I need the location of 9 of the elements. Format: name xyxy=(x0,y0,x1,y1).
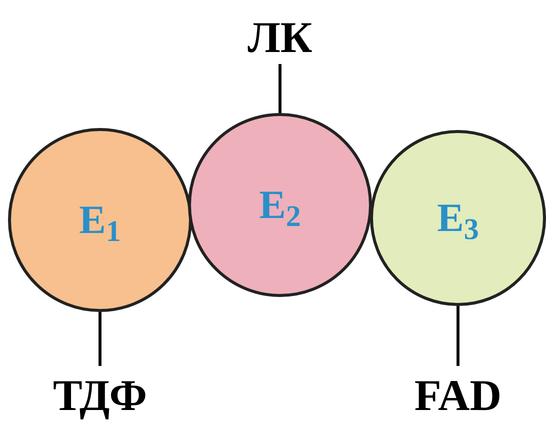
cofactor-label: FAD xyxy=(414,374,502,418)
enzyme-label: E$_{1}$ xyxy=(79,200,121,240)
cofactor-label: ТДФ xyxy=(52,374,148,418)
enzyme-label: E$_{2}$ xyxy=(259,185,301,225)
enzyme-label: E$_{3}$ xyxy=(437,198,479,238)
connector-line xyxy=(456,306,460,366)
connector-line xyxy=(278,64,282,113)
connector-line xyxy=(98,312,102,366)
cofactor-label: ЛК xyxy=(248,16,312,60)
